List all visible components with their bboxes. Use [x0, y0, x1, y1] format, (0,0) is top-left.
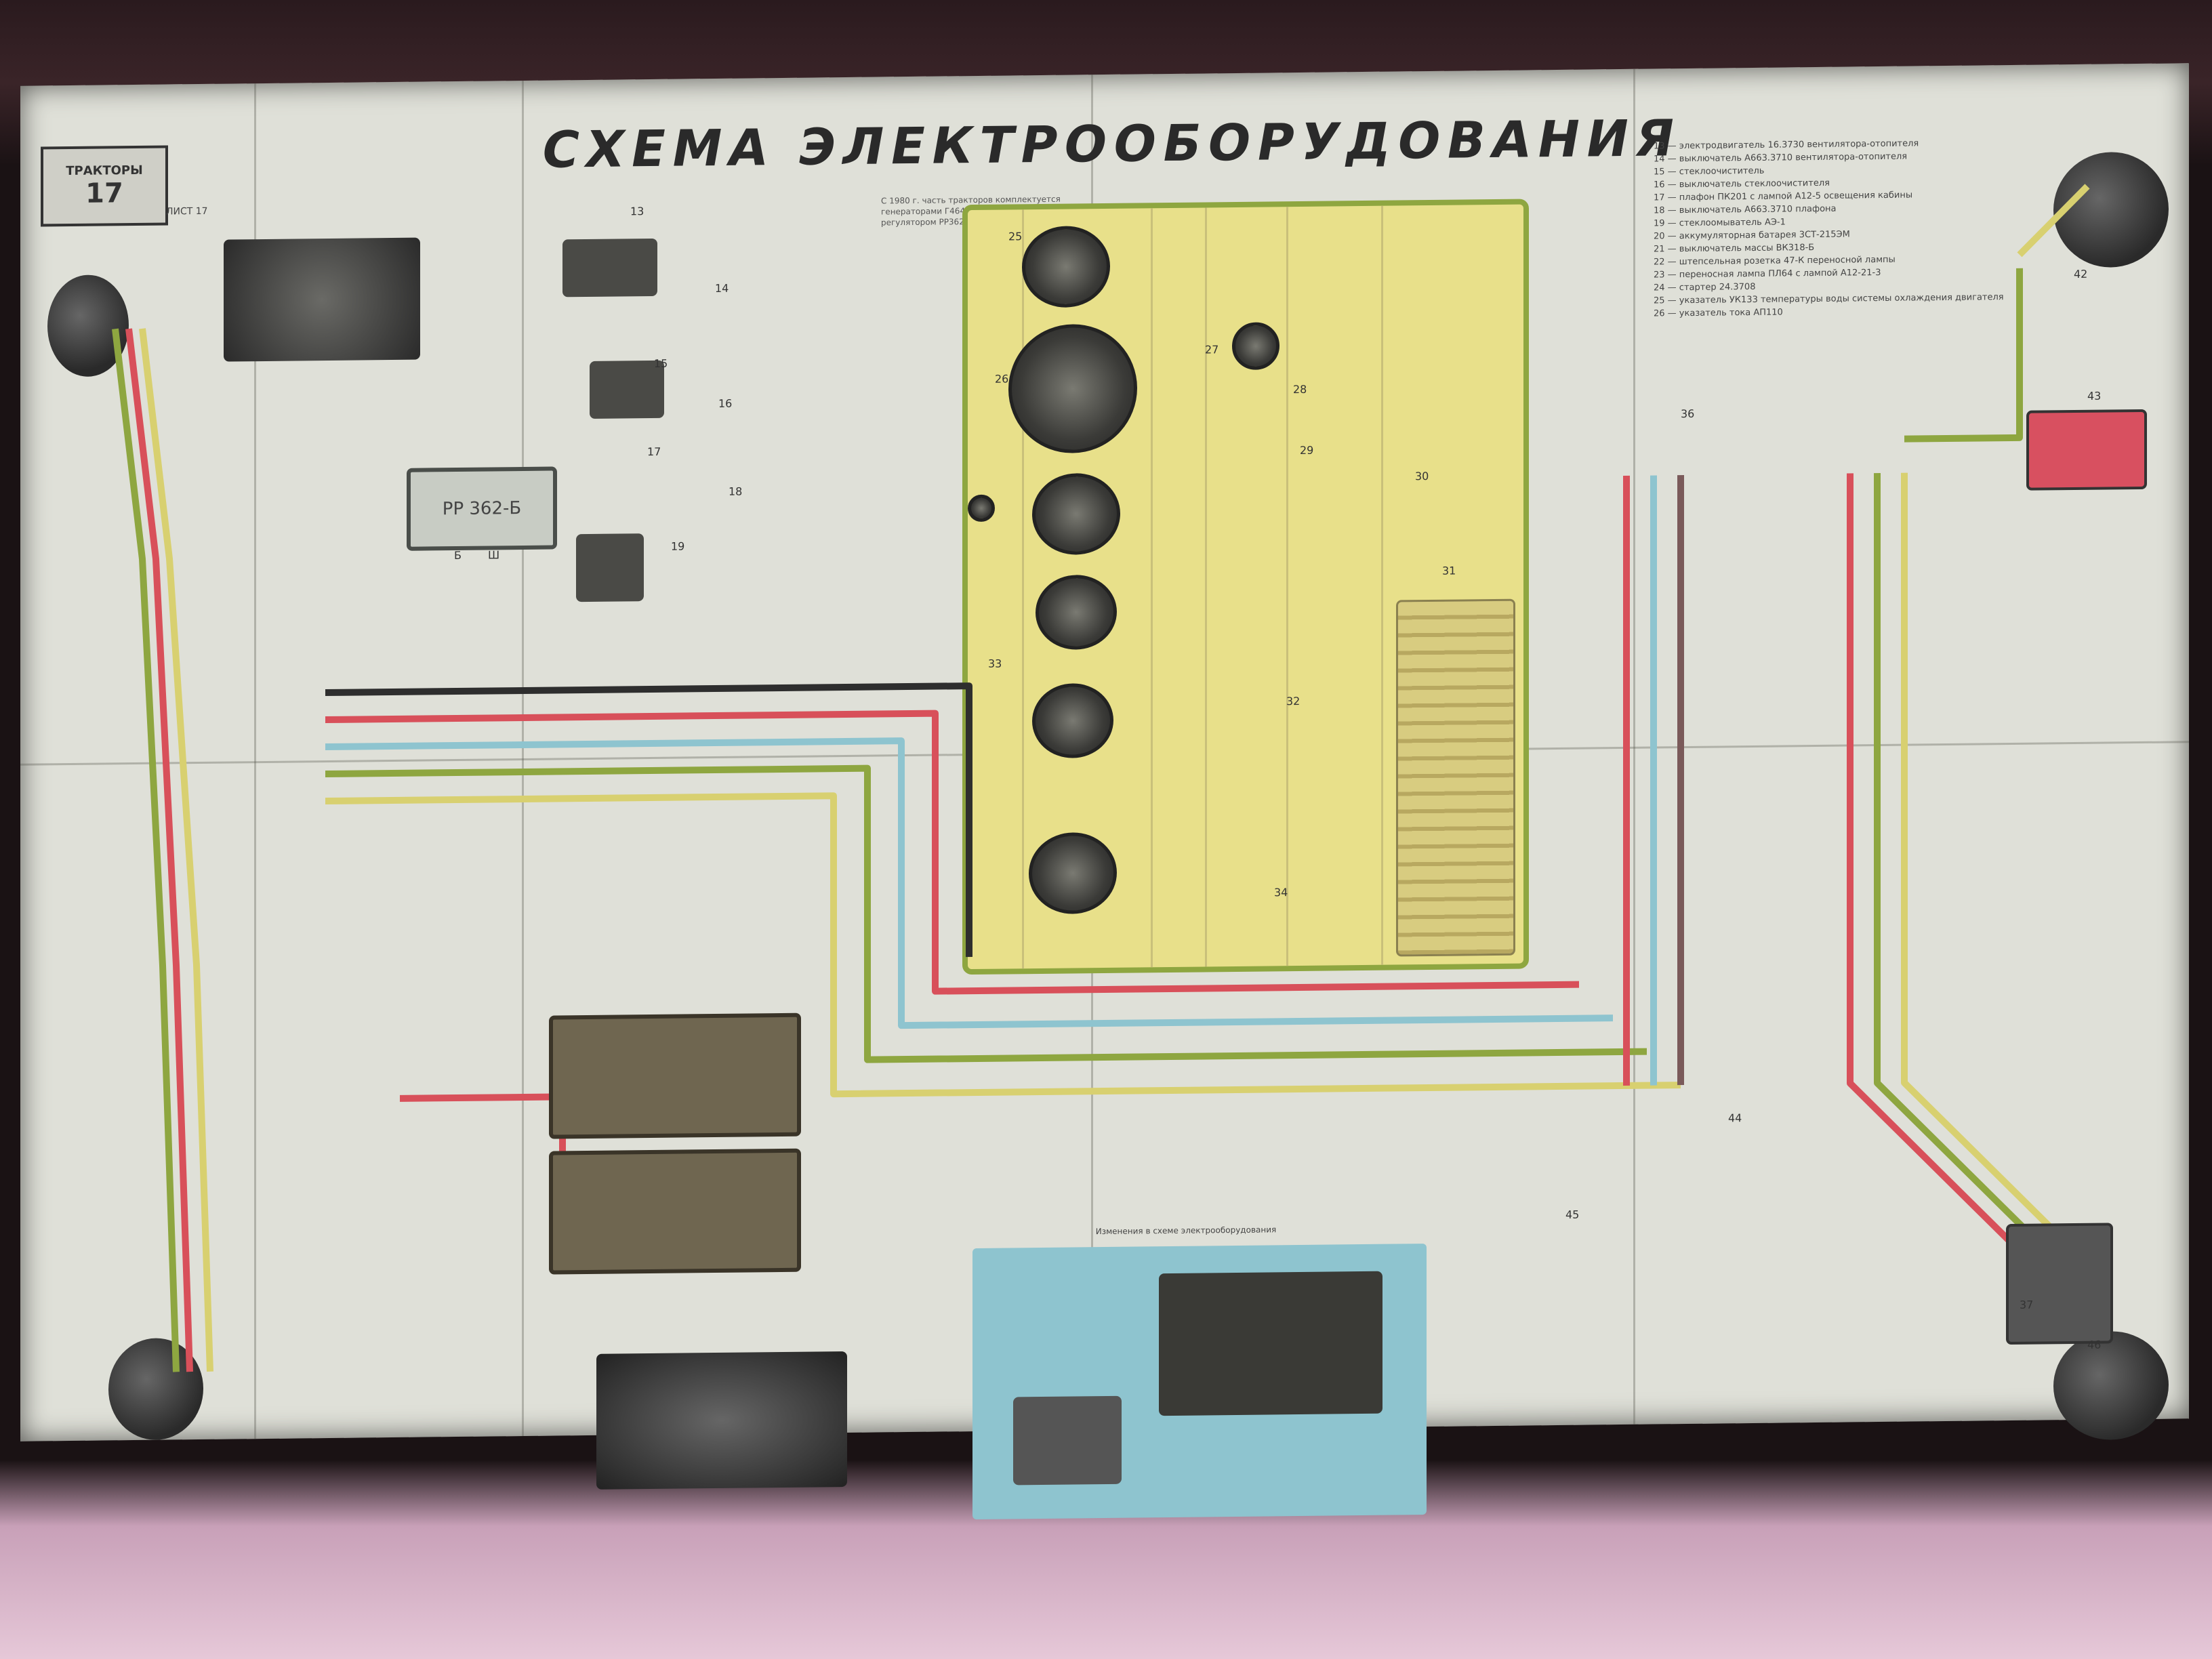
component-number: 45 — [1565, 1208, 1580, 1221]
wire-red — [325, 710, 1579, 995]
component-number: 37 — [2020, 1298, 2034, 1311]
battery-icon — [549, 1012, 801, 1139]
component-number: 43 — [2087, 389, 2102, 403]
wire-yellow — [1901, 472, 2076, 1253]
wire-black — [325, 682, 972, 958]
rear-light-icon — [2006, 1223, 2113, 1345]
wire-red — [400, 1093, 566, 1267]
wire-yellow — [2017, 184, 2090, 258]
inset-diagram — [972, 1244, 1427, 1520]
wiring-lines — [112, 184, 2090, 1372]
wire-green — [1874, 473, 2049, 1254]
wire-blue — [325, 737, 1613, 1029]
fuse-box-icon — [1159, 1271, 1382, 1416]
component-number: 42 — [2074, 267, 2088, 281]
wire-green — [1904, 268, 2023, 443]
wire-red — [125, 328, 193, 1372]
rear-lamp-icon — [2026, 409, 2147, 491]
wire-green — [112, 328, 180, 1372]
starter-icon — [1013, 1395, 1122, 1486]
wire-yellow — [139, 328, 213, 1372]
battery-icon — [549, 1148, 801, 1275]
wire-green — [325, 764, 1647, 1063]
starter-icon — [596, 1351, 847, 1490]
component-number: 46 — [2087, 1338, 2102, 1351]
component-number: 44 — [1728, 1111, 1742, 1125]
wiring-diagram-poster: ТРАКТОРЫ 17 ЛИСТ 17 СХЕМА ЭЛЕКТРООБОРУДО… — [20, 63, 2189, 1520]
legend-list: 13 — электродвигатель 16.3730 вентилятор… — [1654, 136, 2004, 320]
component-number: 34 — [1274, 886, 1288, 899]
wire-red — [1847, 473, 2022, 1254]
wire-yellow — [325, 792, 1681, 1098]
component-number: 36 — [1681, 407, 1695, 421]
